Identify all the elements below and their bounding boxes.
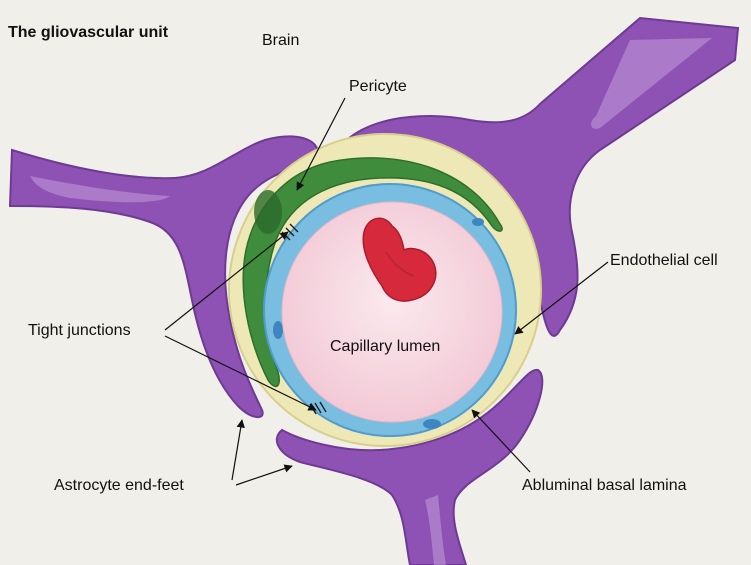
- label-capillary-lumen: Capillary lumen: [330, 338, 440, 356]
- label-abluminal-basal-lamina: Abluminal basal lamina: [522, 477, 687, 495]
- diagram-title: The gliovascular unit: [8, 24, 168, 42]
- label-pericyte: Pericyte: [349, 78, 407, 96]
- label-astrocyte-end-feet: Astrocyte end-feet: [54, 477, 184, 495]
- pericyte-nucleus: [254, 190, 282, 234]
- label-tight-junctions: Tight junctions: [28, 322, 131, 340]
- label-brain: Brain: [262, 32, 299, 50]
- label-endothelial-cell: Endothelial cell: [610, 252, 718, 270]
